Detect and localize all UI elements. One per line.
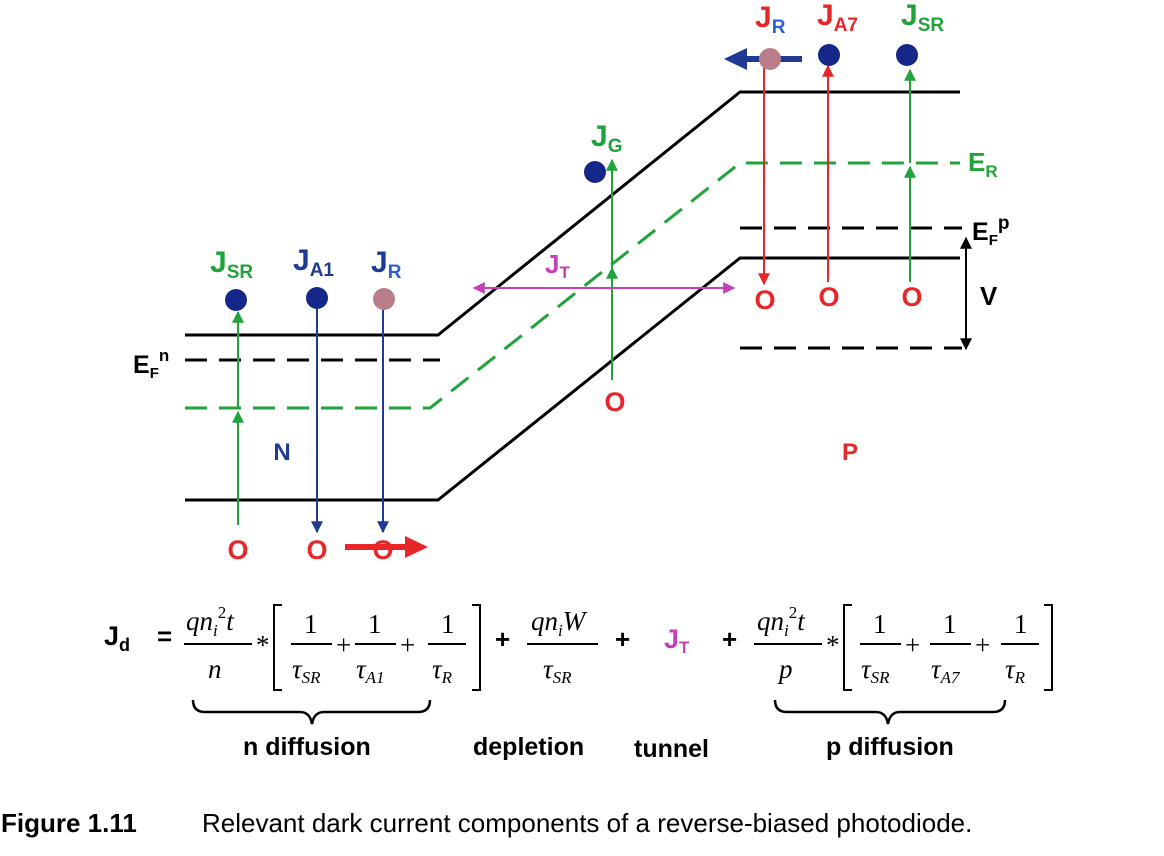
- label-ja7-p: JA7: [817, 0, 858, 36]
- hole-jr-p: O: [754, 285, 775, 315]
- hole-ja1-n: O: [306, 535, 327, 565]
- eq-term4-frac2-den: τA7: [931, 654, 961, 687]
- electron-jsr-n: [225, 289, 247, 311]
- electron-jr-p: [759, 48, 781, 70]
- eq-term1-frac1-den: τSR: [292, 654, 321, 687]
- conduction-band: [185, 90, 960, 337]
- eq-term1-frac3-den: τR: [432, 654, 453, 687]
- label-jr-n: JR: [371, 246, 402, 283]
- p-side-labels: JR JA7 JSR ER EFp V P: [755, 0, 1009, 466]
- label-jg: JG: [591, 120, 622, 157]
- n-side-labels: JSR JA1 JR EFn N: [133, 244, 402, 466]
- eq-term1-plus1: +: [336, 630, 351, 660]
- eq-term2-numerator: qniW: [531, 606, 588, 640]
- hole-flow-head: [405, 536, 428, 558]
- label-er: ER: [968, 147, 998, 181]
- region-label-p: P: [842, 439, 858, 466]
- p-side-transitions: [758, 64, 972, 351]
- region-label-n: N: [273, 439, 290, 466]
- label-efp: EFp: [972, 213, 1009, 249]
- label-jsr-p: JSR: [901, 0, 944, 36]
- caption-number: Figure 1.11: [1, 808, 137, 838]
- eq-term4-frac1-den: τSR: [861, 654, 890, 687]
- hole-ja7-p: O: [818, 282, 839, 312]
- label-efn: EFn: [133, 346, 169, 382]
- equation-braces: [191, 699, 1007, 725]
- label-bias-v: V: [980, 281, 998, 311]
- p-side-particles: [759, 44, 918, 70]
- electron-jr-n: [373, 288, 395, 310]
- eq-term1-denominator: n: [208, 654, 222, 684]
- n-side-hole-flow-arrow: [345, 536, 428, 558]
- eq-term4-bracket-right: [1044, 604, 1053, 691]
- eq-term1-frac3-num: 1: [441, 609, 455, 639]
- eq-term2-denominator: τSR: [543, 654, 572, 687]
- label-p-diffusion: p diffusion: [826, 733, 954, 761]
- eq-term4-plus1: +: [905, 630, 920, 660]
- eq-plus-b: +: [615, 624, 630, 654]
- eq-term4-denominator: p: [777, 654, 793, 684]
- eq-term3-jt: JT: [664, 624, 690, 657]
- brace-n-diffusion: [191, 699, 432, 725]
- electron-flow-head: [724, 48, 747, 70]
- eq-term4-frac3-num: 1: [1014, 609, 1028, 639]
- label-depletion: depletion: [473, 733, 584, 761]
- brace-labels: n diffusion depletion tunnel p diffusion: [243, 733, 954, 763]
- eq-term4-times: *: [826, 630, 840, 660]
- label-jsr-n: JSR: [210, 246, 253, 283]
- eq-term4-frac2-num: 1: [943, 609, 957, 639]
- eq-term1-times: *: [256, 630, 270, 660]
- eq-lhs-jd: Jd: [104, 621, 130, 655]
- eq-term1-frac1-num: 1: [304, 609, 318, 639]
- eq-term1-bracket-right: [472, 604, 481, 691]
- p-side-holes: O O O: [754, 282, 922, 315]
- n-side-particles: [225, 287, 395, 311]
- eq-term1-frac2-den: τA1: [356, 654, 385, 687]
- brace-p-diffusion: [773, 699, 1007, 725]
- hole-jg: O: [604, 387, 625, 417]
- caption-text: Relevant dark current components of a re…: [202, 808, 972, 838]
- eq-term1-frac2-num: 1: [368, 609, 382, 639]
- valence-band: [185, 256, 960, 502]
- electron-jg: [584, 161, 606, 183]
- junction-labels: JG JT: [545, 120, 622, 282]
- eq-plus-a: +: [495, 624, 510, 654]
- recombination-level-er: [185, 161, 960, 410]
- eq-plus-c: +: [722, 624, 737, 654]
- label-jr-p: JR: [755, 1, 786, 38]
- n-side-transitions: [232, 305, 389, 534]
- figure-caption: Figure 1.11 Relevant dark current compon…: [1, 808, 972, 838]
- eq-term1-bracket-left: [273, 604, 282, 691]
- electron-ja7-p: [818, 44, 840, 66]
- eq-term4-bracket-left: [843, 604, 852, 691]
- electron-jsr-p: [896, 44, 918, 66]
- eq-term1-plus2: +: [400, 630, 415, 660]
- electron-ja1-n: [306, 287, 328, 309]
- label-ja1-n: JA1: [293, 244, 334, 281]
- junction-transitions: [472, 158, 736, 380]
- eq-term4-frac1-num: 1: [873, 609, 887, 639]
- eq-term4-numerator: qni2t: [757, 603, 806, 640]
- eq-term1-numerator: qni2t: [186, 603, 235, 640]
- label-n-diffusion: n diffusion: [243, 733, 371, 761]
- eq-term4-plus2: +: [975, 630, 990, 660]
- label-jt: JT: [545, 249, 570, 282]
- hole-jsr-n: O: [227, 535, 248, 565]
- eq-term4-frac3-den: τR: [1005, 654, 1026, 687]
- hole-jsr-p: O: [901, 282, 922, 312]
- dark-current-equation: Jd = qni2t n * 1 τSR + 1 τA1 + 1 τR + qn…: [104, 603, 1053, 691]
- eq-equals: =: [157, 621, 172, 651]
- label-tunnel: tunnel: [634, 735, 709, 763]
